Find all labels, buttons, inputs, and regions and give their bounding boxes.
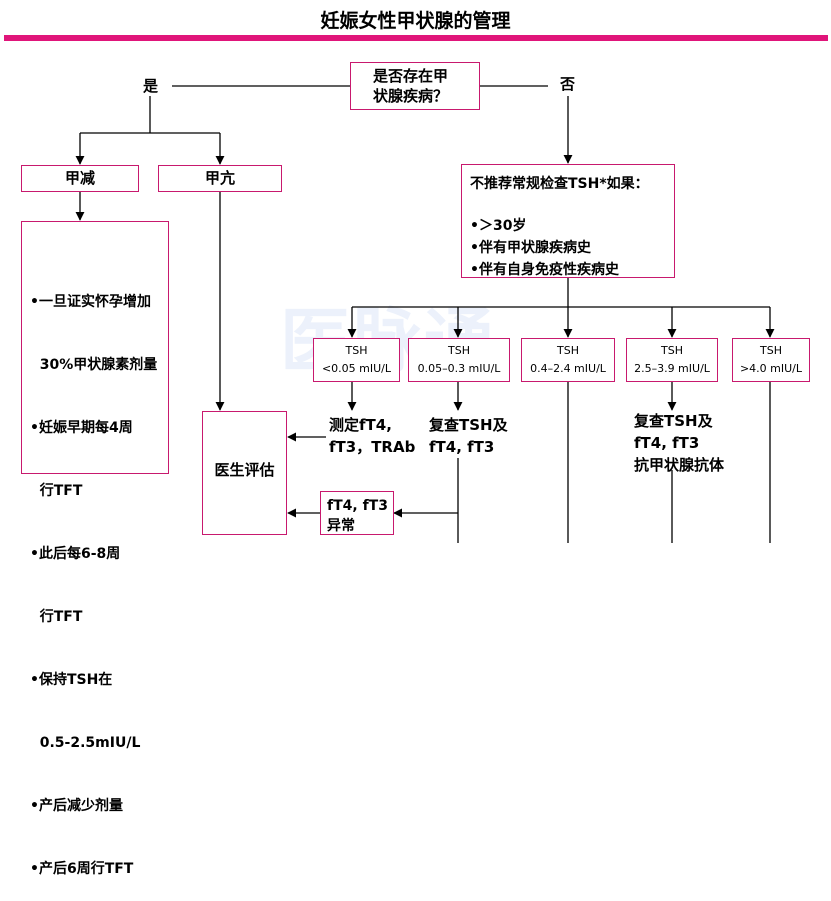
- mgmt-line-8: 0.5-2.5mIU/L: [30, 735, 141, 751]
- mgmt-line-10: •产后6周行TFT: [30, 861, 134, 877]
- measure-line-2: fT3，TRAb: [329, 438, 416, 456]
- title-underline-bar: [4, 35, 828, 41]
- recheck1-line-2: fT4, fT3: [429, 438, 495, 456]
- connector-lines: [75, 85, 775, 543]
- mgmt-line-6: 行TFT: [30, 609, 83, 625]
- tsh-box-1-name: TSH: [345, 344, 368, 357]
- doctor-evaluation-label: 医生评估: [214, 461, 275, 479]
- hypothyroid-management-box: •一旦证实怀孕增加 30%甲状腺素剂量 •妊娠早期每4周 行TFT •此后每6-…: [21, 221, 169, 877]
- question-box: 是否存在甲 状腺疾病？: [350, 62, 480, 110]
- tsh-box-4-range: 2.5–3.9 mIU/L: [634, 362, 710, 375]
- tsh-box-3-range: 0.4–2.4 mIU/L: [530, 362, 606, 375]
- tsh-box-3-name: TSH: [557, 344, 579, 357]
- tsh-box-5-range: >4.0 mIU/L: [739, 362, 803, 375]
- mgmt-line-1: •一旦证实怀孕增加: [30, 294, 151, 310]
- question-line-2: 状腺疾病？: [373, 87, 449, 105]
- tsh-box-5-name: TSH: [760, 344, 782, 357]
- tsh-box-4: TSH 2.5–3.9 mIU/L: [626, 338, 718, 382]
- no-label: 否: [560, 75, 576, 93]
- no-screen-item-3: •伴有自身免疫性疾病史: [470, 262, 619, 278]
- no-screen-item-1: •＞30岁: [470, 218, 527, 234]
- mgmt-line-3: •妊娠早期每4周: [30, 420, 133, 436]
- doctor-evaluation-box: 医生评估: [202, 411, 287, 535]
- mgmt-line-2: 30%甲状腺素剂量: [30, 357, 158, 373]
- hyperthyroid-box: 甲亢: [158, 165, 282, 192]
- abnormal-box: fT4, fT3 异常: [320, 491, 394, 535]
- tsh-box-1: TSH <0.05 mIU/L: [313, 338, 400, 382]
- mgmt-line-7: •保持TSH在: [30, 672, 113, 688]
- tsh-box-2-range: 0.05–0.3 mIU/L: [417, 362, 501, 375]
- hypothyroid-label: 甲减: [64, 169, 95, 187]
- page-title: 妊娠女性甲状腺的管理: [320, 10, 511, 32]
- tsh-box-1-range: <0.05 mIU/L: [321, 362, 392, 375]
- recheck2-line-3: 抗甲状腺抗体: [634, 456, 725, 474]
- hypothyroid-box: 甲减: [21, 165, 139, 192]
- abnormal-line-2: 异常: [327, 518, 355, 534]
- mgmt-line-5: •此后每6-8周: [30, 546, 121, 562]
- tsh-box-4-name: TSH: [661, 344, 683, 357]
- mgmt-line-4: 行TFT: [30, 483, 83, 499]
- no-screen-item-2: •伴有甲状腺疾病史: [470, 240, 591, 256]
- recheck-text-1: 复查TSH及 fT4, fT3: [429, 414, 508, 458]
- tsh-box-5: TSH >4.0 mIU/L: [732, 338, 810, 382]
- recheck2-line-2: fT4, fT3: [634, 434, 700, 452]
- question-line-1: 是否存在甲: [373, 67, 449, 85]
- measure-line-1: 测定fT4,: [329, 416, 392, 434]
- yes-label: 是: [143, 77, 159, 95]
- measure-text: 测定fT4, fT3，TRAb: [329, 414, 415, 458]
- recheck1-line-1: 复查TSH及: [429, 416, 508, 434]
- hyperthyroid-label: 甲亢: [204, 169, 235, 187]
- mgmt-line-9: •产后减少剂量: [30, 798, 123, 814]
- no-routine-screening-box: 不推荐常规检查TSH*如果： •＞30岁 •伴有甲状腺疾病史 •伴有自身免疫性疾…: [461, 164, 675, 278]
- recheck-text-2: 复查TSH及 fT4, fT3 抗甲状腺抗体: [634, 410, 724, 476]
- recheck2-line-1: 复查TSH及: [634, 412, 713, 430]
- tsh-box-3: TSH 0.4–2.4 mIU/L: [521, 338, 615, 382]
- no-screen-heading: 不推荐常规检查TSH*如果：: [470, 176, 649, 192]
- tsh-box-2-name: TSH: [448, 344, 470, 357]
- abnormal-line-1: fT4, fT3: [327, 498, 388, 514]
- tsh-box-2: TSH 0.05–0.3 mIU/L: [408, 338, 510, 382]
